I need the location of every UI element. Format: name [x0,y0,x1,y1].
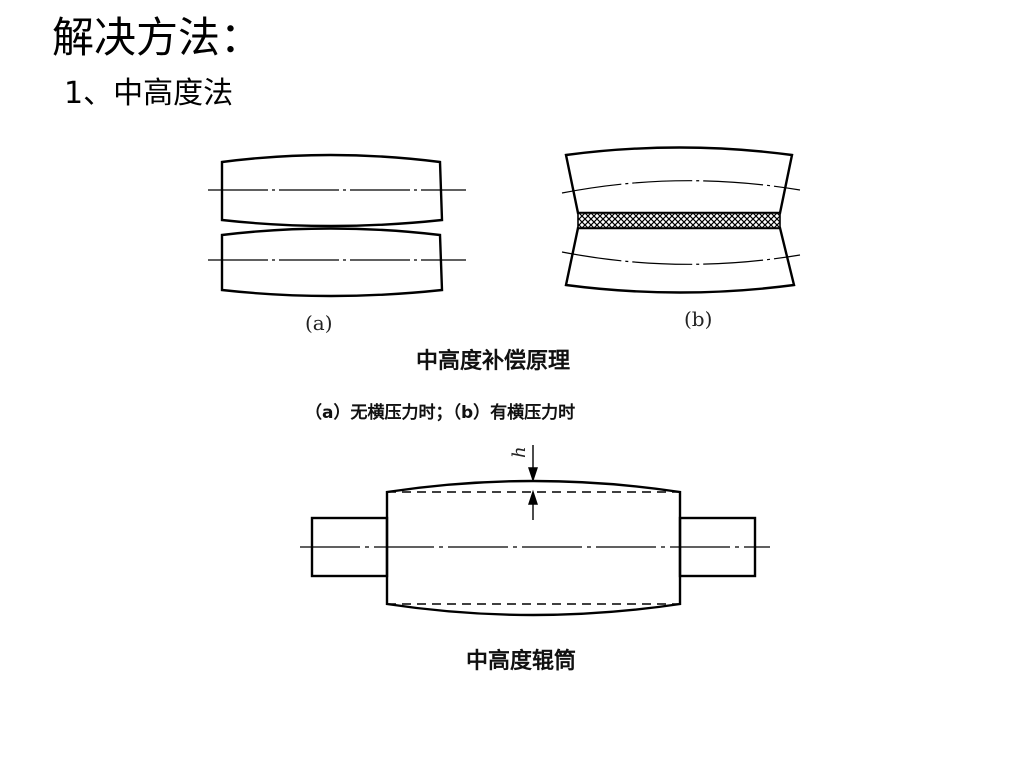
crown-height-label: h [509,446,530,458]
figure-a-top-roller [220,153,444,228]
figure-b-axes [561,180,801,265]
slide-title: 解决方法： [52,13,263,62]
slide-subtitle: 1、中高度法 [64,76,234,111]
figure-a-bottom-roller [220,227,444,298]
figure-b-bottom-axis [561,251,801,265]
figure-top-caption: 中高度补偿原理 [416,348,570,374]
figure-a-rollers [220,153,444,298]
figure-b-bottom-roller [564,226,796,294]
figure-a-label: (a) [305,311,333,335]
figure-b-top-axis [561,180,801,194]
crown-height-dimension [528,445,538,520]
figure-b-label: (b) [684,307,712,331]
figure-b-rollers [564,146,796,294]
figure-top-subcaption: （a）无横压力时；（b）有横压力时 [305,402,575,423]
figure-b-top-roller [564,146,794,215]
figure-b-film-band [577,212,781,229]
roller-caption: 中高度辊筒 [466,648,576,674]
crown-reference-lines [387,491,680,605]
figure-a-axes [208,189,466,261]
